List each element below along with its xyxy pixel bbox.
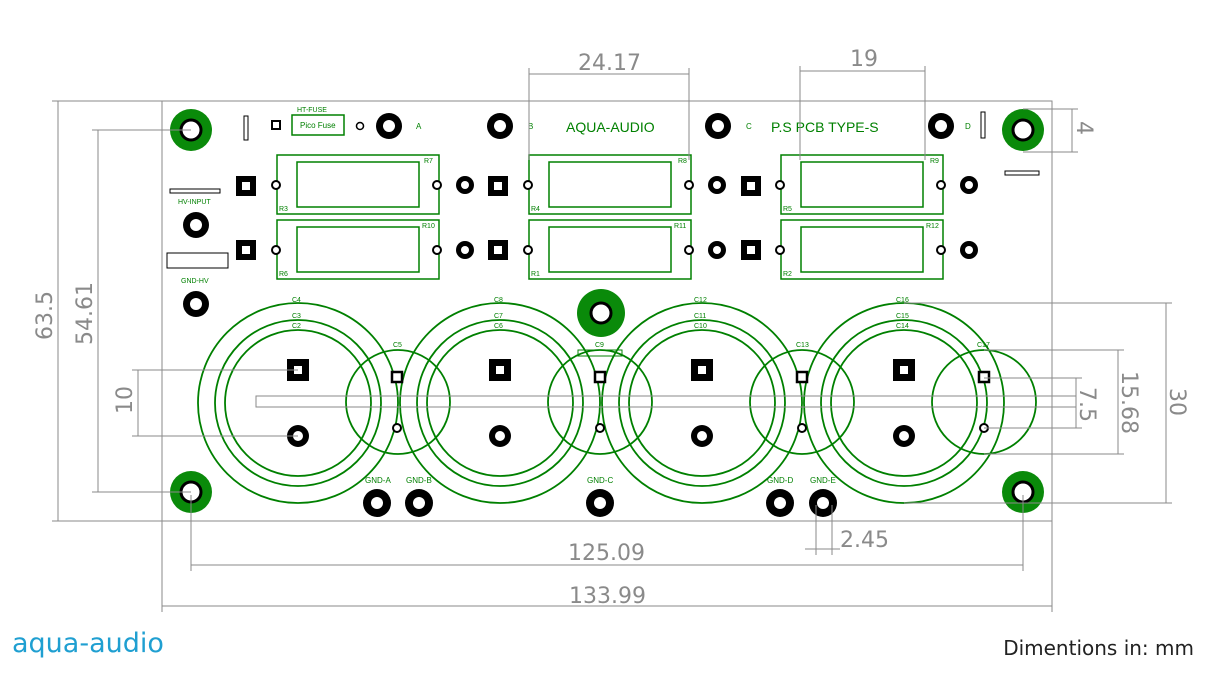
svg-text:C7: C7 — [494, 313, 503, 320]
gnd-hv-label: GND-HV — [181, 278, 209, 285]
slot-top-right — [980, 111, 986, 139]
c9-marker — [577, 349, 623, 357]
resistor-label: R12 — [926, 223, 939, 230]
svg-text:C17: C17 — [977, 342, 990, 349]
hv-slot-wide — [166, 252, 229, 269]
resistor-label: R6 — [279, 271, 288, 278]
capacitor-labels: C4 C3 C2 C8 C7 C6 C12 C11 C10 C16 C15 C1… — [292, 297, 990, 349]
svg-text:C10: C10 — [694, 323, 707, 330]
dimension-labels: 24.17 19 4 63.5 54.61 10 7.5 15.68 30 2.… — [33, 47, 1189, 609]
resistor-block-1-bottom: R10 R6 — [236, 219, 474, 280]
resistor-label: R3 — [279, 206, 288, 213]
node-label-d: D — [965, 122, 971, 131]
slot-right — [1004, 170, 1040, 176]
svg-text:C9: C9 — [595, 342, 604, 349]
svg-text:C5: C5 — [393, 342, 402, 349]
fuse-pad-square — [271, 120, 281, 130]
resistor-label: R7 — [424, 158, 433, 165]
svg-text:C6: C6 — [494, 323, 503, 330]
node-label-a: A — [416, 122, 422, 131]
capacitor-group-2 — [399, 302, 601, 504]
dim-pad-spacing: 2.45 — [840, 528, 889, 553]
small-capacitor — [345, 349, 451, 455]
svg-text:GND-A: GND-A — [365, 476, 391, 485]
svg-text:C2: C2 — [292, 323, 301, 330]
resistor-block-3-top: R9 R5 — [741, 154, 978, 215]
board-title-right: P.S PCB TYPE-S — [771, 119, 879, 135]
svg-text:C16: C16 — [896, 297, 909, 304]
svg-text:C4: C4 — [292, 297, 301, 304]
resistor-block-2-bottom: R11 R1 — [488, 219, 726, 280]
capacitor-group-1 — [197, 302, 399, 504]
resistor-block-1-top: R7 R3 — [236, 154, 474, 215]
brand-label: aqua-audio — [12, 628, 164, 659]
node-label-c: C — [746, 122, 752, 131]
resistor-label: R5 — [783, 206, 792, 213]
mounting-holes — [170, 109, 1044, 513]
board-title-left: AQUA-AUDIO — [566, 119, 655, 135]
svg-text:GND-D: GND-D — [767, 476, 793, 485]
dim-hole-width: 125.09 — [568, 541, 645, 566]
svg-text:GND-B: GND-B — [406, 476, 432, 485]
resistor-block-2-top: R8 R4 — [488, 154, 726, 215]
capacitor-group-4 — [803, 302, 1005, 504]
resistor-label: R9 — [930, 158, 939, 165]
small-capacitor — [931, 349, 1037, 455]
resistor-label: R2 — [783, 271, 792, 278]
fuse-text: Pico Fuse — [300, 121, 336, 130]
dim-cap-diameter: 30 — [1164, 388, 1189, 416]
hv-input-label: HV-INPUT — [178, 199, 211, 206]
fuse-pad-round — [355, 121, 365, 131]
node-label-b: B — [528, 122, 533, 131]
dim-cap-pitch: 10 — [113, 386, 138, 414]
resistor-label: R1 — [531, 271, 540, 278]
svg-text:GND-E: GND-E — [810, 476, 836, 485]
resistor-block-3-bottom: R12 R2 — [741, 219, 978, 280]
dim-hole-offset: 4 — [1071, 121, 1096, 135]
svg-text:GND-C: GND-C — [587, 476, 613, 485]
slot-top-left — [243, 115, 249, 141]
resistor-label: R8 — [678, 158, 687, 165]
dimension-lines — [52, 66, 1172, 612]
ground-terminals: GND-A GND-B GND-C GND-D GND-E — [363, 476, 837, 517]
units-note: Dimentions in: mm — [1003, 636, 1194, 660]
resistor-label: R11 — [674, 223, 686, 230]
svg-text:C12: C12 — [694, 297, 707, 304]
hv-input-slot — [169, 188, 221, 194]
dim-total-height: 63.5 — [33, 291, 58, 340]
fuse-label: HT-FUSE — [297, 107, 327, 114]
capacitor-group-3 — [601, 302, 803, 504]
svg-text:C13: C13 — [796, 342, 809, 349]
fuse-body — [291, 114, 345, 136]
svg-text:C8: C8 — [494, 297, 503, 304]
resistor-label: R10 — [422, 223, 435, 230]
svg-text:C14: C14 — [896, 323, 909, 330]
svg-text:C3: C3 — [292, 313, 301, 320]
board-outline — [161, 100, 1053, 522]
dim-total-width: 133.99 — [569, 584, 646, 609]
svg-text:C11: C11 — [694, 313, 706, 320]
dim-top-span-2: 19 — [850, 47, 878, 72]
dim-top-span-1: 24.17 — [578, 51, 641, 76]
dim-small-cap-pitch: 7.5 — [1074, 387, 1099, 422]
reference-bar — [255, 395, 1077, 408]
capacitor-pads — [287, 359, 991, 447]
dim-cap-span: 15.68 — [1116, 371, 1141, 434]
dim-hole-height: 54.61 — [73, 282, 98, 345]
svg-text:C15: C15 — [896, 313, 909, 320]
resistor-label: R4 — [531, 206, 540, 213]
small-capacitor — [749, 349, 855, 455]
